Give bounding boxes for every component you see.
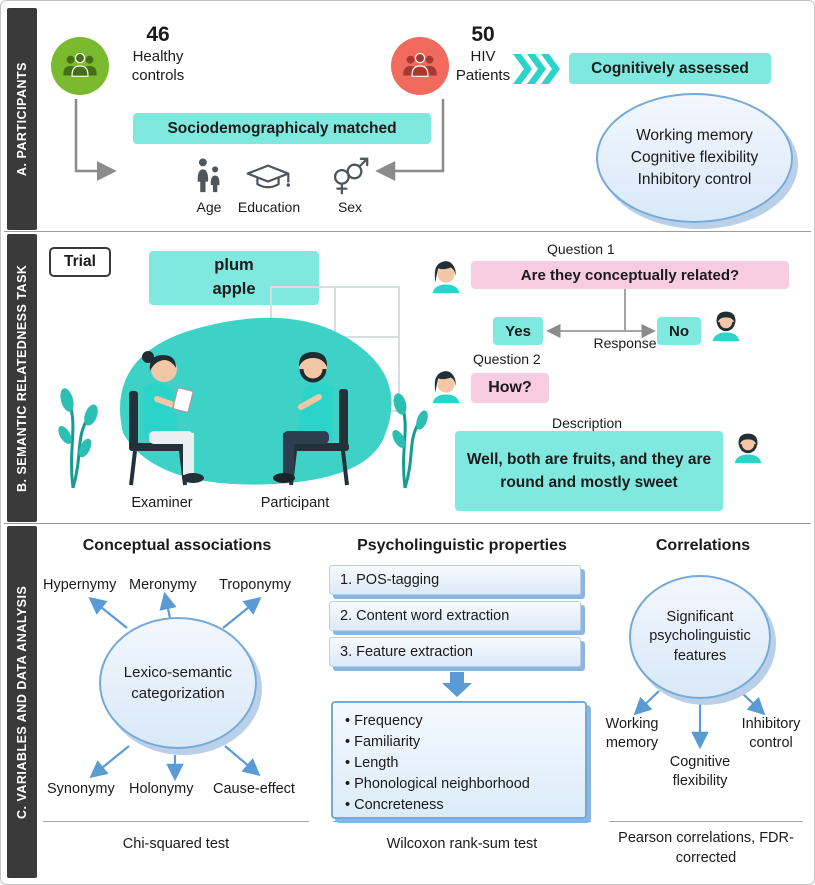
question2-label: Question 2 bbox=[473, 351, 541, 367]
panel-participants: A. PARTICIPANTS 46 Healthy controls 50 H… bbox=[7, 7, 808, 231]
question2-bubble: How? bbox=[471, 373, 549, 403]
question1-bubble: Are they conceptually related? bbox=[471, 261, 789, 289]
features-list-box: Frequency Familiarity Length Phonologica… bbox=[331, 701, 587, 819]
arrow-cause-effect bbox=[224, 745, 261, 777]
chi-squared-test-label: Chi-squared test bbox=[122, 836, 230, 852]
panel-variables-analysis: C. VARIABLES AND DATA ANALYSIS Conceptua… bbox=[7, 525, 808, 879]
healthy-controls-count: 46 bbox=[146, 23, 170, 46]
term-synonymy: Synonymy bbox=[47, 781, 115, 797]
panel-separator-2 bbox=[4, 523, 811, 524]
education-label: Education bbox=[237, 199, 301, 215]
trial-badge: Trial bbox=[49, 247, 111, 277]
arrow-inhibitory-control bbox=[739, 690, 766, 716]
examiner-avatar-icon bbox=[427, 367, 465, 405]
feature-frequency: Frequency bbox=[345, 711, 579, 732]
yes-box: Yes bbox=[493, 317, 543, 345]
arrow-meronymy bbox=[159, 591, 177, 619]
hiv-patients-label: HIV Patients bbox=[455, 48, 511, 84]
cognitively-assessed-box: Cognitively assessed bbox=[569, 53, 771, 84]
description-label: Description bbox=[552, 415, 623, 431]
response-label: Response bbox=[593, 335, 657, 351]
target-cognitive-flexibility: Cognitive flexibility bbox=[669, 754, 731, 789]
arrow-synonymy bbox=[89, 745, 130, 779]
arrow-hypernymy bbox=[88, 596, 128, 629]
panel-separator-1 bbox=[4, 231, 811, 232]
matched-arrow-left bbox=[74, 99, 117, 181]
people-icon bbox=[401, 51, 439, 81]
domain-cognitive-flexibility: Cognitive flexibility bbox=[630, 149, 759, 167]
panel-b-label: B. SEMANTIC RELATEDNESS TASK bbox=[7, 234, 37, 522]
participant-avatar-icon bbox=[729, 427, 767, 465]
arrow-feature-extraction-down bbox=[442, 672, 472, 697]
hiv-patients-count: 50 bbox=[471, 23, 495, 46]
target-working-memory: Working memory bbox=[605, 716, 659, 751]
healthy-controls-count-group: 46 Healthy controls bbox=[113, 23, 203, 86]
psycholinguistic-properties-title: Psycholinguistic properties bbox=[357, 537, 567, 554]
panel-c-label: C. VARIABLES AND DATA ANALYSIS bbox=[7, 526, 37, 878]
feature-length: Length bbox=[345, 753, 579, 774]
term-cause-effect: Cause-effect bbox=[213, 781, 295, 797]
feature-phonological-neighborhood: Phonological neighborhood bbox=[345, 774, 579, 795]
examiner-avatar-icon bbox=[427, 257, 465, 295]
participant-avatar-icon bbox=[707, 305, 745, 343]
stimulus-words-box: plum apple bbox=[149, 251, 319, 305]
term-holonymy: Holonymy bbox=[129, 781, 194, 797]
feature-concreteness: Concreteness bbox=[345, 795, 579, 816]
sex-icon bbox=[329, 157, 371, 195]
hiv-patients-count-group: 50 HIV Patients bbox=[447, 23, 519, 86]
step-content-word-extraction: 2. Content word extraction bbox=[329, 601, 581, 631]
people-icon bbox=[61, 51, 99, 81]
col1-divider bbox=[43, 821, 309, 822]
healthy-controls-group-icon bbox=[51, 37, 109, 95]
arrow-working-memory bbox=[633, 690, 660, 716]
sociodemographically-matched-box: Sociodemographicaly matched bbox=[133, 113, 431, 144]
col3-divider bbox=[609, 821, 803, 822]
col2-divider bbox=[333, 821, 591, 822]
lexico-semantic-bubble: Lexico-semantic categorization bbox=[99, 617, 257, 749]
hiv-patients-group-icon bbox=[391, 37, 449, 95]
sex-label: Sex bbox=[337, 199, 363, 215]
age-icon bbox=[195, 157, 223, 194]
arrow-troponymy bbox=[222, 596, 262, 629]
correlations-title: Correlations bbox=[655, 537, 751, 554]
cognitive-domains-bubble: Working memory Cognitive flexibility Inh… bbox=[596, 93, 793, 223]
examiner-figure bbox=[129, 351, 204, 486]
conceptual-associations-title: Conceptual associations bbox=[82, 537, 272, 554]
question1-label: Question 1 bbox=[547, 241, 615, 257]
examiner-label: Examiner bbox=[131, 495, 193, 511]
significant-features-bubble: Significant psycholinguistic features bbox=[629, 575, 771, 699]
step-feature-extraction: 3. Feature extraction bbox=[329, 637, 581, 667]
age-label: Age bbox=[196, 199, 222, 215]
participant-figure bbox=[273, 352, 349, 486]
domain-inhibitory-control: Inhibitory control bbox=[637, 170, 752, 188]
healthy-controls-label: Healthy controls bbox=[131, 48, 185, 84]
wilcoxon-test-label: Wilcoxon rank-sum test bbox=[386, 836, 538, 852]
term-troponymy: Troponymy bbox=[219, 577, 291, 593]
panel-a-label: A. PARTICIPANTS bbox=[7, 8, 37, 230]
pearson-test-label: Pearson correlations, FDR-corrected bbox=[618, 830, 794, 866]
no-box: No bbox=[657, 317, 701, 345]
term-meronymy: Meronymy bbox=[129, 577, 197, 593]
term-hypernymy: Hypernymy bbox=[43, 577, 117, 593]
examiner-participant-illustration bbox=[58, 286, 428, 489]
feature-familiarity: Familiarity bbox=[345, 732, 579, 753]
panel-semantic-task: B. SEMANTIC RELATEDNESS TASK Trial plum … bbox=[7, 233, 808, 523]
domain-working-memory: Working memory bbox=[636, 127, 753, 145]
chevrons-right-icon bbox=[513, 54, 561, 84]
target-inhibitory-control: Inhibitory control bbox=[741, 716, 801, 751]
step-pos-tagging: 1. POS-tagging bbox=[329, 565, 581, 595]
participant-label: Participant bbox=[260, 495, 330, 511]
education-icon bbox=[245, 163, 291, 193]
description-bubble: Well, both are fruits, and they are roun… bbox=[455, 431, 723, 511]
